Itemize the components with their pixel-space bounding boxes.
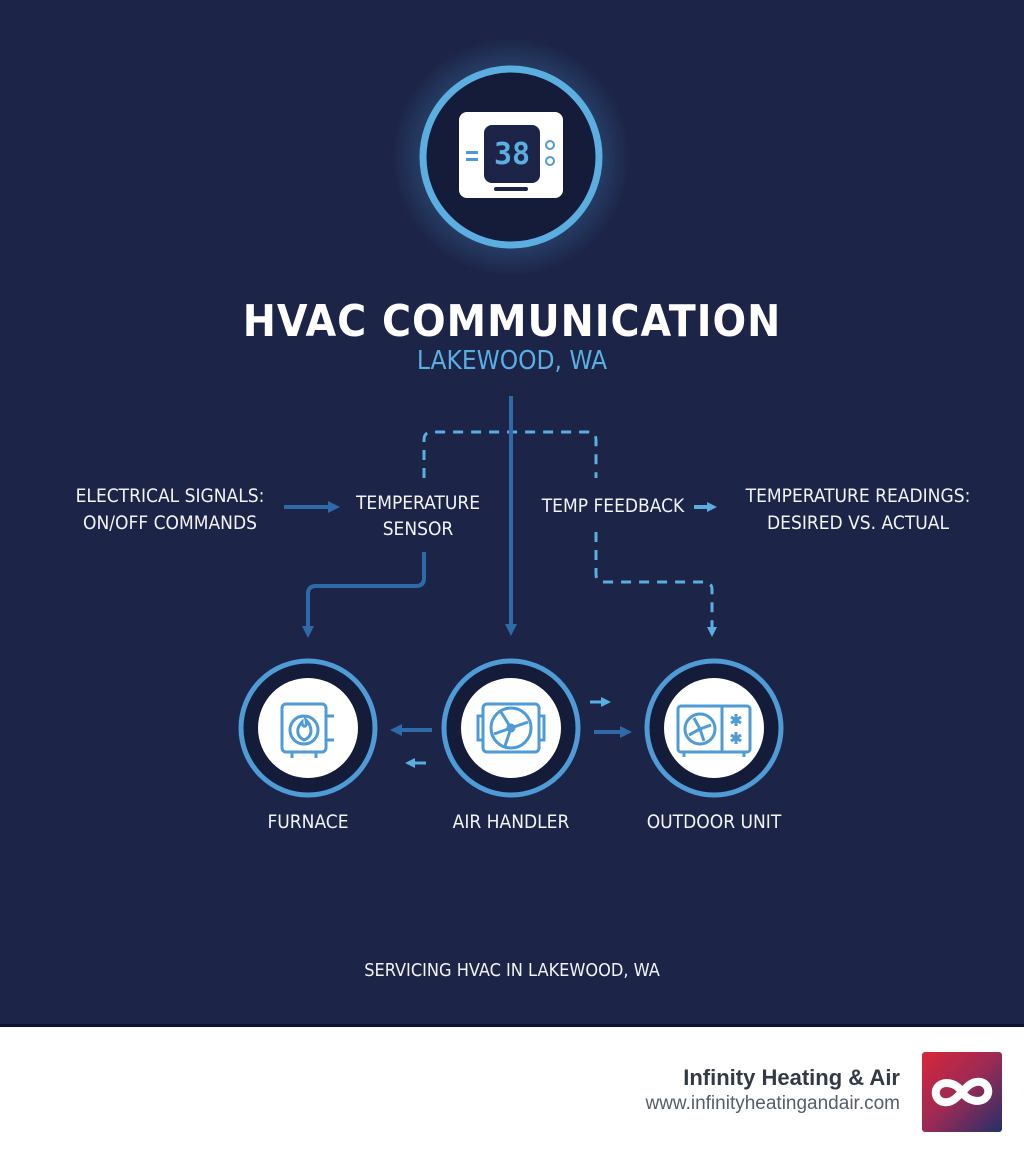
air-handler-node [441, 658, 581, 798]
fan-icon [476, 702, 546, 754]
temperature-readings-line2: DESIRED VS. ACTUAL [767, 512, 949, 534]
outdoor-unit-label: OUTDOOR UNIT [646, 811, 782, 833]
page-title: HVAC COMMUNICATION [242, 296, 782, 347]
service-area-text: SERVICING HVAC IN LAKEWOOD, WA [364, 960, 660, 981]
brand-name: Infinity Heating & Air [683, 1065, 900, 1090]
electrical-signals-line1: ELECTRICAL SIGNALS: [75, 485, 265, 507]
furnace-node [238, 658, 378, 798]
thermostat-icon: 38 [459, 112, 563, 198]
infinity-logo-icon[interactable] [922, 1052, 1002, 1132]
temperature-sensor-line2: SENSOR [382, 518, 454, 540]
outdoor-unit-node [644, 658, 784, 798]
furnace-flame-icon [280, 702, 334, 758]
furnace-label: FURNACE [267, 811, 349, 833]
thermostat-hub: 38 [391, 37, 631, 277]
outdoor-dashed-path [594, 532, 717, 637]
brand-block: Infinity Heating & Air www.infinityheati… [645, 1064, 900, 1116]
page-subtitle: LAKEWOOD, WA [416, 346, 608, 376]
sensor-to-furnace-line [302, 552, 426, 638]
outdoor-unit-snowflake-icon [676, 704, 752, 757]
electrical-signals-line2: ON/OFF COMMANDS [83, 512, 257, 534]
temperature-sensor-line1: TEMPERATURE [355, 492, 481, 514]
temperature-sensor-label: TEMPERATURE SENSOR [340, 490, 496, 542]
panel-divider [0, 1024, 1024, 1027]
thermostat-display: 38 [494, 137, 530, 172]
brand-url[interactable]: www.infinityheatingandair.com [645, 1093, 900, 1114]
hvac-diagram: 38 [238, 37, 784, 798]
air-handler-label: AIR HANDLER [452, 811, 570, 833]
temp-feedback-label: TEMP FEEDBACK [541, 495, 685, 517]
temperature-readings-label: TEMPERATURE READINGS: DESIRED VS. ACTUAL [726, 483, 990, 537]
temperature-readings-line1: TEMPERATURE READINGS: [745, 485, 971, 507]
electrical-signals-label: ELECTRICAL SIGNALS: ON/OFF COMMANDS [60, 483, 280, 537]
